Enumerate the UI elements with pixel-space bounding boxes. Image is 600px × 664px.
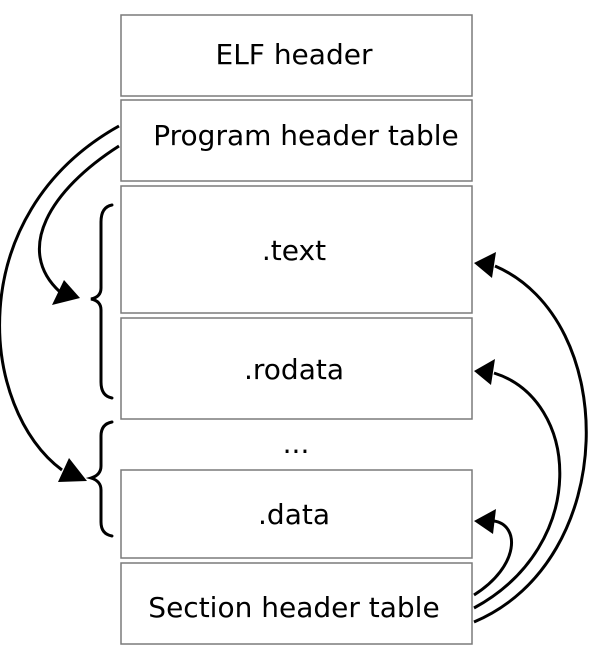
program-header-table-label: Program header table <box>153 119 459 152</box>
section-header-table-label: Section header table <box>148 591 439 624</box>
program-header-arrow-upper-head <box>52 280 80 305</box>
section-header-arrow-data <box>473 519 514 597</box>
section-header-arrow-text <box>473 264 588 624</box>
rodata-section-label: .rodata <box>244 353 344 386</box>
program-header-table-box <box>120 99 473 182</box>
segment-brace-upper <box>90 203 114 400</box>
rodata-section-box <box>120 317 473 420</box>
elf-header-box <box>120 14 473 97</box>
program-header-arrow-upper <box>38 144 120 294</box>
ellipsis-label: ... <box>283 427 310 460</box>
elf-header-label: ELF header <box>216 38 373 71</box>
section-header-arrow-data-head <box>474 509 496 534</box>
program-header-arrow-lower <box>0 124 120 472</box>
text-section-box <box>120 185 473 314</box>
segment-brace-lower <box>85 420 114 538</box>
section-header-arrow-rodata-head <box>474 359 495 385</box>
text-section-label: .text <box>262 234 326 267</box>
program-header-arrow-lower-head <box>58 458 87 482</box>
data-section-label: .data <box>258 498 330 531</box>
data-section-box <box>120 469 473 559</box>
section-header-arrow-rodata <box>473 371 562 610</box>
section-header-table-box <box>120 562 473 645</box>
section-header-arrow-text-head <box>474 252 496 278</box>
